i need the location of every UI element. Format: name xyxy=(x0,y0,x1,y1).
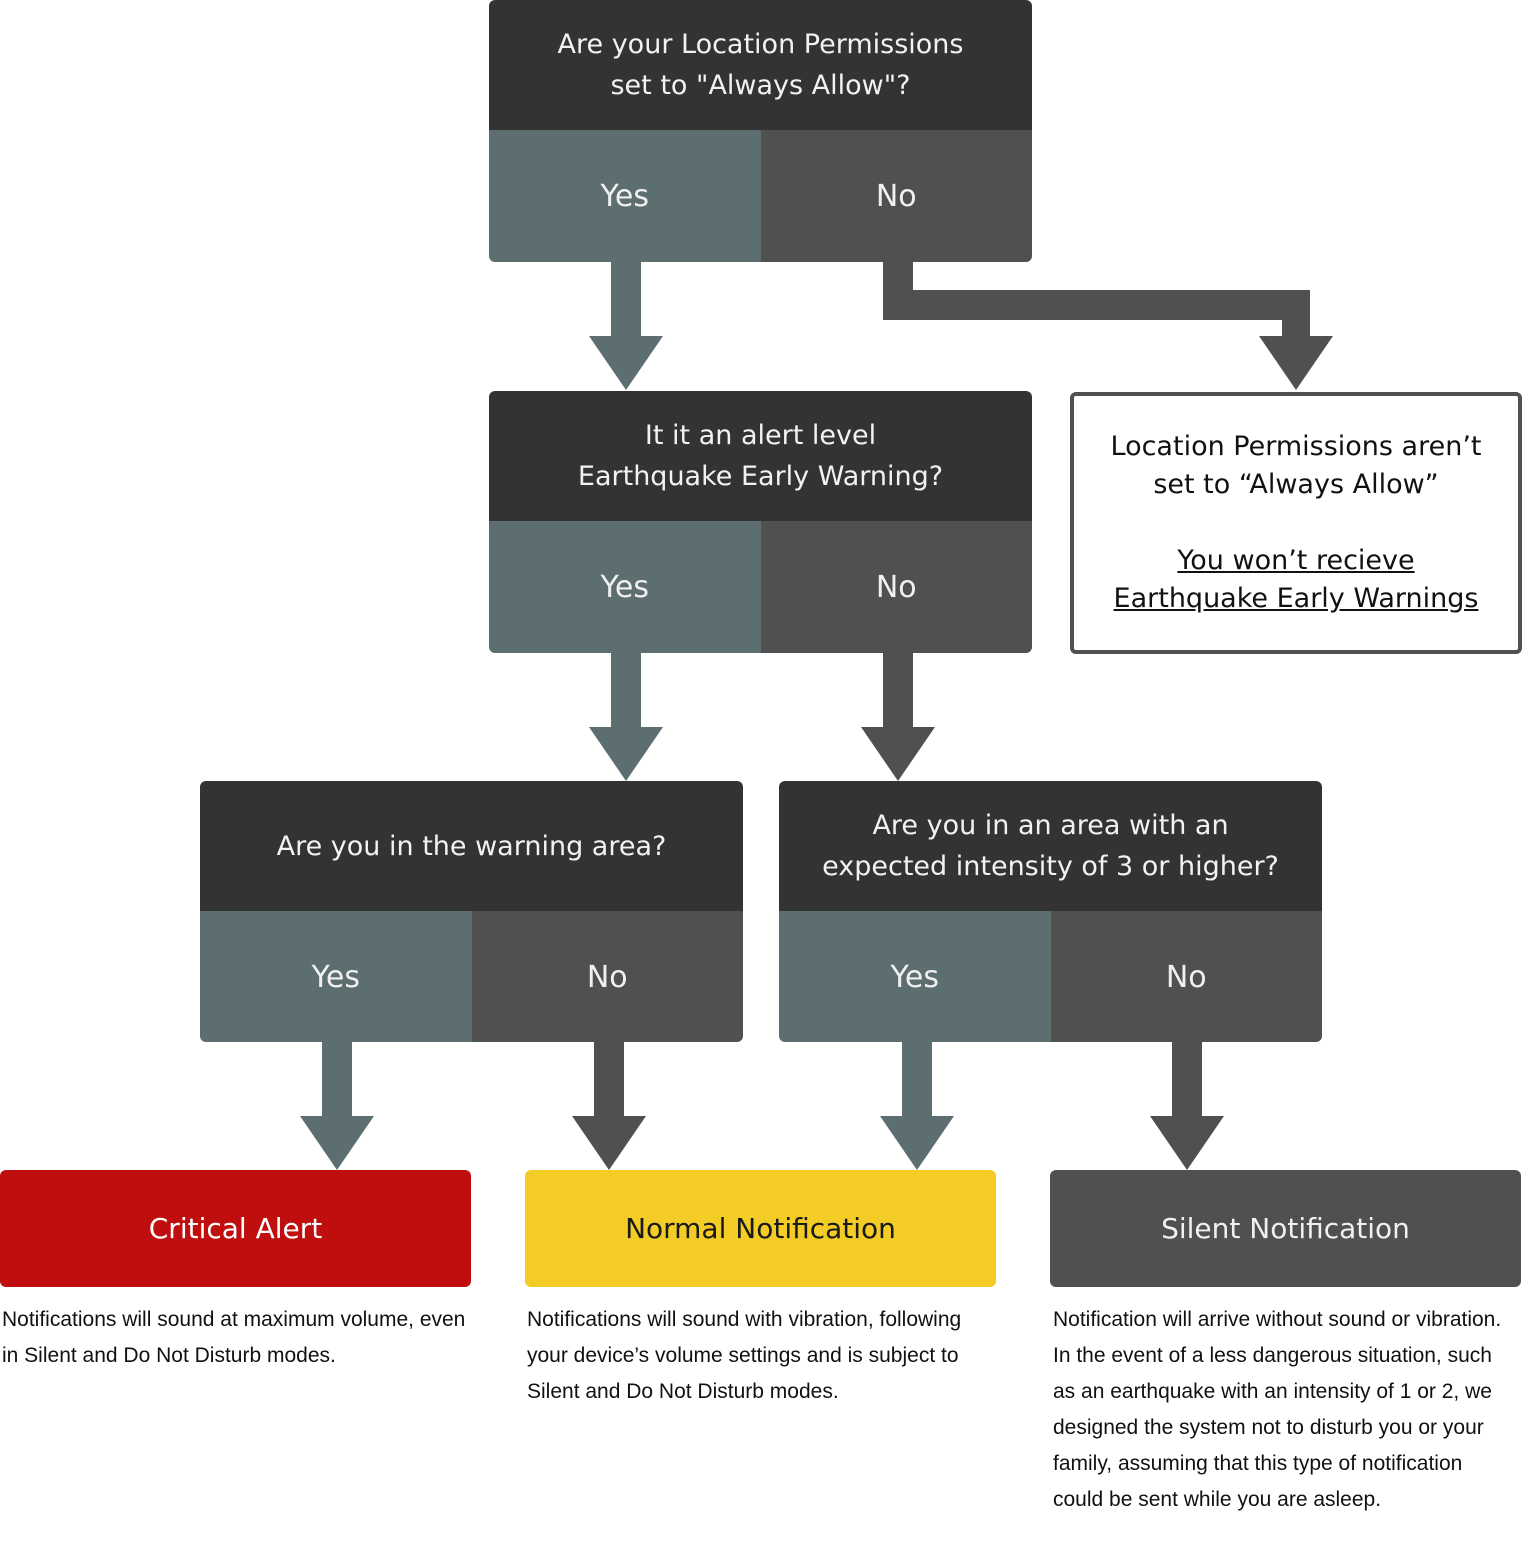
question-warning-area: Are you in the warning area? Yes No xyxy=(200,781,743,1042)
info-box-warning: You won’t recieve Earthquake Early Warni… xyxy=(1113,545,1479,614)
arrow-shaft-q1-yes xyxy=(611,262,641,338)
question-text: Are you in an area with an expected inte… xyxy=(779,781,1322,911)
critical-alert-description: Notifications will sound at maximum volu… xyxy=(2,1308,466,1367)
yes-branch: Yes xyxy=(489,521,761,653)
info-box-status: Location Permissions aren’t set to “Alwa… xyxy=(1110,431,1482,500)
question-location-permissions: Are your Location Permissions set to "Al… xyxy=(489,0,1032,262)
outcome-silent-notification: Silent Notification xyxy=(1050,1170,1521,1287)
arrow-shaft-q2-yes xyxy=(611,653,641,729)
outcome-normal-notification: Normal Notification xyxy=(525,1170,996,1287)
arrow-head-q3-no xyxy=(572,1116,646,1170)
yes-branch: Yes xyxy=(779,911,1051,1042)
no-branch: No xyxy=(760,521,1032,653)
normal-notification-description: Notifications will sound with vibration,… xyxy=(527,1308,962,1403)
yes-branch: Yes xyxy=(489,130,761,262)
arrow-head-q1-no xyxy=(1259,336,1333,390)
question-alert-level: It it an alert level Earthquake Early Wa… xyxy=(489,391,1032,653)
arrow-shaft-q3-no xyxy=(594,1042,624,1118)
arrow-shaft-q2-no xyxy=(883,653,913,729)
no-branch: No xyxy=(1050,911,1322,1042)
question-expected-intensity: Are you in an area with an expected inte… xyxy=(779,781,1322,1042)
arrow-head-q3-yes xyxy=(300,1116,374,1170)
question-text: Are your Location Permissions set to "Al… xyxy=(489,0,1032,130)
yes-branch: Yes xyxy=(200,911,472,1042)
no-branch: No xyxy=(760,130,1032,262)
arrow-shaft-q4-no xyxy=(1172,1042,1202,1118)
arrow-head-q4-yes xyxy=(880,1116,954,1170)
arrow-head-q4-no xyxy=(1150,1116,1224,1170)
no-branch: No xyxy=(471,911,743,1042)
arrow-head-q1-yes xyxy=(589,336,663,390)
question-text: It it an alert level Earthquake Early Wa… xyxy=(489,391,1032,521)
arrow-head-q2-yes xyxy=(589,727,663,781)
no-permission-info-box: Location Permissions aren’t set to “Alwa… xyxy=(1070,392,1522,654)
arrow-elbow-q1-no xyxy=(883,262,1310,338)
arrow-shaft-q4-yes xyxy=(902,1042,932,1118)
arrow-head-q2-no xyxy=(861,727,935,781)
arrow-shaft-q3-yes xyxy=(322,1042,352,1118)
silent-notification-description: Notification will arrive without sound o… xyxy=(1053,1308,1502,1511)
outcome-critical-alert: Critical Alert xyxy=(0,1170,471,1287)
question-text: Are you in the warning area? xyxy=(200,781,743,911)
